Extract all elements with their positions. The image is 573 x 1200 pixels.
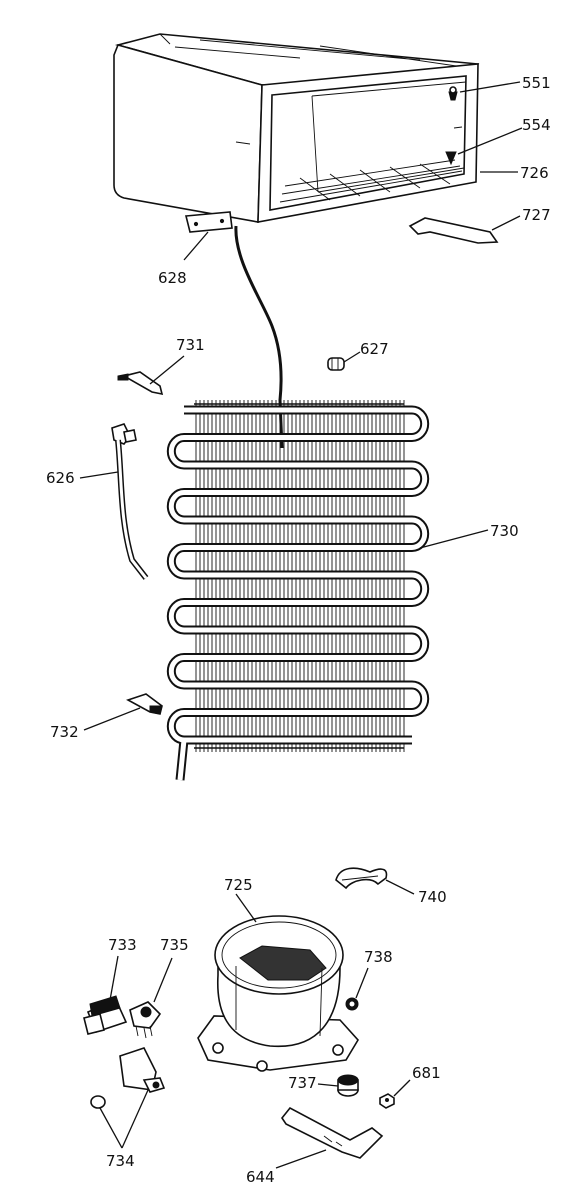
grommet-737 bbox=[337, 1074, 359, 1097]
label-731: 731 bbox=[176, 336, 205, 354]
label-738: 738 bbox=[364, 948, 393, 966]
label-725: 725 bbox=[224, 876, 253, 894]
label-734: 734 bbox=[106, 1152, 135, 1170]
relay-733 bbox=[83, 995, 128, 1035]
grommet-627 bbox=[327, 357, 345, 371]
nut-681 bbox=[379, 1093, 395, 1109]
label-730: 730 bbox=[490, 522, 519, 540]
label-554: 554 bbox=[522, 116, 551, 134]
label-737: 737 bbox=[288, 1074, 317, 1092]
leader-lines bbox=[79, 81, 523, 1169]
label-735: 735 bbox=[160, 936, 189, 954]
spring-clip-740 bbox=[335, 867, 388, 890]
label-626: 626 bbox=[46, 469, 75, 487]
cabinet-liner-726 bbox=[113, 33, 480, 223]
compressor-725 bbox=[197, 915, 359, 1072]
screw-554 bbox=[445, 151, 457, 166]
label-740: 740 bbox=[418, 888, 447, 906]
bracket-628 bbox=[184, 211, 233, 233]
clamp-732 bbox=[126, 693, 163, 715]
relay-cover-734 bbox=[90, 1047, 166, 1109]
label-644: 644 bbox=[246, 1168, 275, 1186]
label-628: 628 bbox=[158, 269, 187, 287]
cord-626 bbox=[111, 423, 149, 580]
clamp-731 bbox=[117, 371, 164, 396]
label-627: 627 bbox=[360, 340, 389, 358]
bracket-644 bbox=[281, 1106, 384, 1159]
label-732: 732 bbox=[50, 723, 79, 741]
overload-735 bbox=[129, 1001, 162, 1039]
drain-tube bbox=[234, 225, 284, 449]
clip-727 bbox=[408, 217, 499, 244]
label-551: 551 bbox=[522, 74, 551, 92]
screw-551 bbox=[448, 86, 458, 101]
label-726: 726 bbox=[520, 164, 549, 182]
label-727: 727 bbox=[522, 206, 551, 224]
condenser-coil-730 bbox=[166, 400, 430, 781]
label-733: 733 bbox=[108, 936, 137, 954]
label-681: 681 bbox=[412, 1064, 441, 1082]
part-labels: 551 554 726 727 628 731 627 626 730 732 … bbox=[46, 74, 551, 1186]
